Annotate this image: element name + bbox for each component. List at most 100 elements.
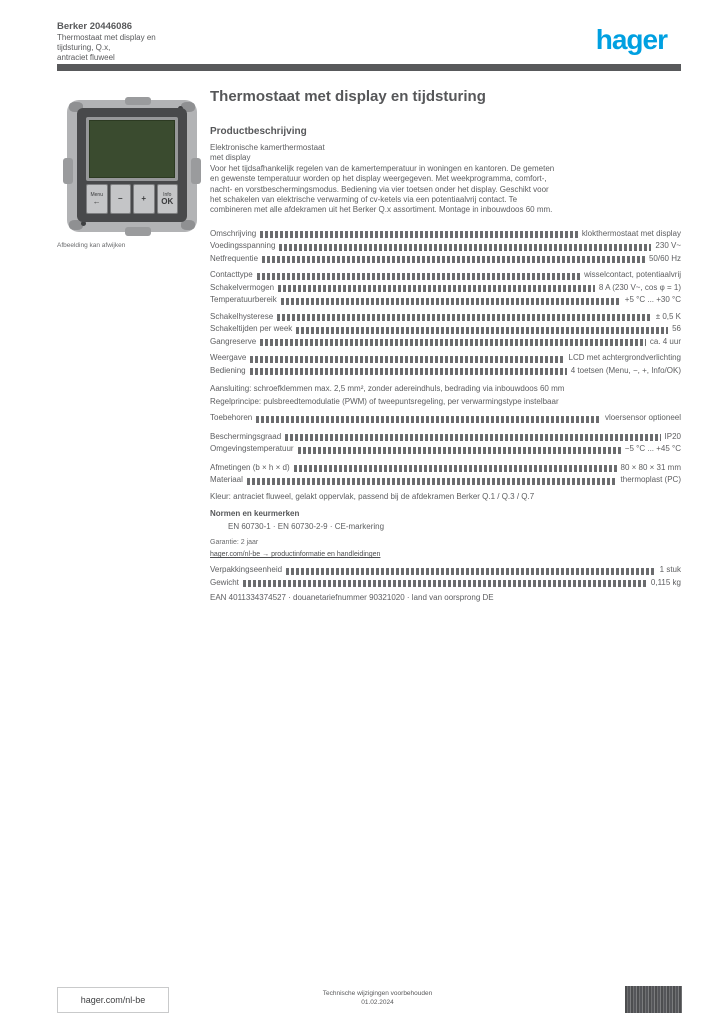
dotted-leader — [260, 231, 578, 239]
description-line: en gewenste temperatuur worden op het di… — [210, 174, 547, 184]
spec-row: Bediening 4 toetsen (Menu, −, +, Info/OK) — [210, 365, 681, 378]
spec-value: 1 stuk — [659, 565, 681, 575]
spec-label: Netfrequentie — [210, 253, 259, 263]
spec-label: Gewicht — [210, 577, 239, 587]
mounting-claw — [125, 97, 151, 105]
device-button-label: OK — [161, 196, 174, 206]
device-button-label: Info — [163, 191, 172, 198]
dotted-leader — [249, 368, 567, 376]
dotted-leader — [246, 477, 617, 485]
spec-note: Garantie: 2 jaar — [210, 539, 259, 547]
spec-label: Temperatuurbereik — [210, 295, 277, 305]
spec-label: Schakeltijden per week — [210, 324, 293, 334]
spec-link[interactable]: hager.com/nl-be → productinformatie en h… — [210, 551, 381, 559]
spec-row: Toebehoren vloersensor optioneel — [210, 412, 681, 425]
section-subheading: Productbeschrijving — [210, 126, 307, 137]
device-button-label: + — [141, 194, 147, 203]
spec-full-line: Kleur: antraciet fluweel, gelakt oppervl… — [210, 491, 535, 501]
device-button: − — [109, 184, 131, 214]
description-line: nacht- en vorstbeschermingsmodus. Bedien… — [210, 184, 549, 194]
spec-label: Contacttype — [210, 270, 253, 280]
spec-label: Schakelhysterese — [210, 311, 274, 321]
spec-value: wisselcontact, potentiaalvrij — [584, 270, 681, 280]
spec-label: Omgevingstemperatuur — [210, 444, 294, 454]
description-line: combineren met alle afdekramen uit het B… — [210, 205, 553, 215]
spec-value: 56 — [672, 324, 681, 334]
spec-row: Contacttype wisselcontact, potentiaalvrij — [210, 269, 681, 282]
spec-value: vloersensor optioneel — [604, 413, 681, 423]
spec-label: Bediening — [210, 365, 246, 375]
footer-legal-line1: Technische wijzigingen voorbehouden — [322, 990, 433, 997]
header-product-name-line: tijdsturing, Q.x, — [57, 43, 111, 52]
footer-url-box[interactable]: hager.com/nl-be — [57, 987, 169, 1013]
mounting-claw — [191, 158, 201, 184]
mounting-claw — [63, 158, 73, 184]
footer-legal: Technische wijzigingen voorbehouden 01.0… — [290, 989, 465, 1007]
dotted-leader — [262, 256, 645, 264]
spec-row: Weergave LCD met achtergrondverlichting — [210, 352, 681, 365]
spec-value: ± 0,5 K — [655, 311, 681, 321]
dotted-leader — [250, 355, 565, 363]
spec-value: LCD met achtergrondverlichting — [568, 353, 682, 363]
screw-hole — [81, 221, 86, 226]
spec-value: +5 °C ... +30 °C — [624, 295, 681, 305]
spec-full-line: EN 60730-1 · EN 60730-2-9 · CE-markering — [228, 521, 385, 531]
plate-shadow — [181, 102, 195, 112]
spec-label: Weergave — [210, 353, 247, 363]
dotted-leader — [256, 415, 601, 423]
spec-value: 4 toetsen (Menu, −, +, Info/OK) — [570, 365, 681, 375]
barcode — [625, 986, 682, 1013]
device-button-label: − — [117, 194, 123, 203]
dotted-leader — [278, 285, 595, 293]
dotted-leader — [293, 465, 617, 473]
header-reference: Berker 20446086 — [57, 21, 133, 32]
spec-full-line: Regelprincipe: pulsbreedtemodulatie (PWM… — [210, 396, 559, 406]
display-bezel — [86, 117, 178, 181]
dotted-leader — [297, 446, 621, 454]
device-button: Menu← — [86, 184, 108, 214]
spec-row: Temperatuurbereik +5 °C ... +30 °C — [210, 294, 681, 307]
dotted-leader — [286, 567, 656, 575]
spec-label: Gangreserve — [210, 336, 257, 346]
description-line: Elektronische kamerthermostaat — [210, 143, 325, 152]
spec-row: Schakelhysterese ± 0,5 K — [210, 311, 681, 324]
device-button-label: Menu — [90, 191, 103, 198]
device-button-label: ← — [92, 196, 101, 206]
dotted-leader — [260, 339, 646, 347]
hager-logo: hager — [595, 24, 668, 55]
plate-shadow — [69, 102, 83, 112]
main-content: Thermostaat met display en tijdsturing P… — [210, 88, 681, 605]
spec-section-label: Normen en keurmerken — [210, 509, 300, 519]
spec-value: IP20 — [664, 431, 681, 441]
spec-value: 80 × 80 × 31 mm — [620, 462, 681, 472]
dotted-leader — [285, 434, 661, 442]
spec-label: Materiaal — [210, 475, 243, 485]
header-product-name-line: antraciet fluweel — [57, 53, 115, 62]
spec-row: Omgevingstemperatuur−5 °C ... +45 °C — [210, 443, 681, 456]
spec-label: Schakelvermogen — [210, 282, 275, 292]
spec-row: Afmetingen (b × h × d)80 × 80 × 31 mm — [210, 462, 681, 475]
image-caption: Afbeelding kan afwijken — [57, 242, 126, 249]
dotted-leader — [256, 272, 581, 280]
spec-row: Gewicht 0,115 kg — [210, 577, 681, 590]
dotted-leader — [280, 297, 621, 305]
spec-value: ca. 4 uur — [649, 336, 681, 346]
spec-value: 0,115 kg — [650, 577, 681, 587]
spec-label: Toebehoren — [210, 413, 253, 423]
plate-shadow — [69, 220, 83, 230]
product-title: Thermostaat met display en tijdsturing — [210, 88, 486, 105]
spec-label: Beschermingsgraad — [210, 431, 282, 441]
description-line: het schakelen van elektrische verwarming… — [210, 195, 518, 205]
description-line: met display — [210, 153, 251, 163]
lcd-screen — [89, 120, 175, 178]
spec-full-line: Aansluiting: schroefklemmen max. 2,5 mm²… — [210, 384, 565, 394]
